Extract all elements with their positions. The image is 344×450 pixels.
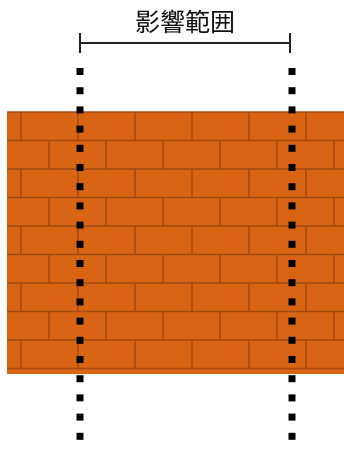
boundary-marker	[77, 337, 84, 344]
boundary-marker	[77, 279, 84, 286]
boundary-marker	[289, 68, 296, 75]
boundary-marker	[77, 356, 84, 363]
boundary-marker	[77, 106, 84, 113]
boundary-marker	[289, 145, 296, 152]
boundary-marker	[77, 222, 84, 229]
boundary-marker	[289, 433, 296, 440]
boundary-marker	[77, 202, 84, 209]
boundary-marker	[289, 87, 296, 94]
range-label: 影響範囲	[135, 8, 235, 37]
boundary-marker	[77, 375, 84, 382]
boundary-marker	[289, 202, 296, 209]
boundary-marker	[289, 375, 296, 382]
boundary-marker	[77, 298, 84, 305]
boundary-marker	[289, 394, 296, 401]
boundary-marker	[77, 164, 84, 171]
boundary-marker	[77, 433, 84, 440]
boundary-marker	[77, 241, 84, 248]
boundary-marker	[289, 164, 296, 171]
boundary-marker	[77, 318, 84, 325]
boundary-marker	[289, 183, 296, 190]
boundary-marker	[289, 414, 296, 421]
boundary-marker	[289, 318, 296, 325]
boundary-marker	[289, 337, 296, 344]
boundary-marker	[289, 222, 296, 229]
boundary-marker	[77, 183, 84, 190]
boundary-marker	[77, 68, 84, 75]
boundary-marker	[289, 126, 296, 133]
boundary-marker	[77, 87, 84, 94]
boundary-marker	[289, 298, 296, 305]
boundary-marker	[77, 394, 84, 401]
boundary-marker	[289, 356, 296, 363]
boundary-marker	[289, 241, 296, 248]
boundary-marker	[77, 260, 84, 267]
boundary-marker	[77, 145, 84, 152]
boundary-marker	[289, 279, 296, 286]
boundary-marker	[77, 414, 84, 421]
boundary-marker	[77, 126, 84, 133]
boundary-marker	[289, 106, 296, 113]
boundary-marker	[289, 260, 296, 267]
